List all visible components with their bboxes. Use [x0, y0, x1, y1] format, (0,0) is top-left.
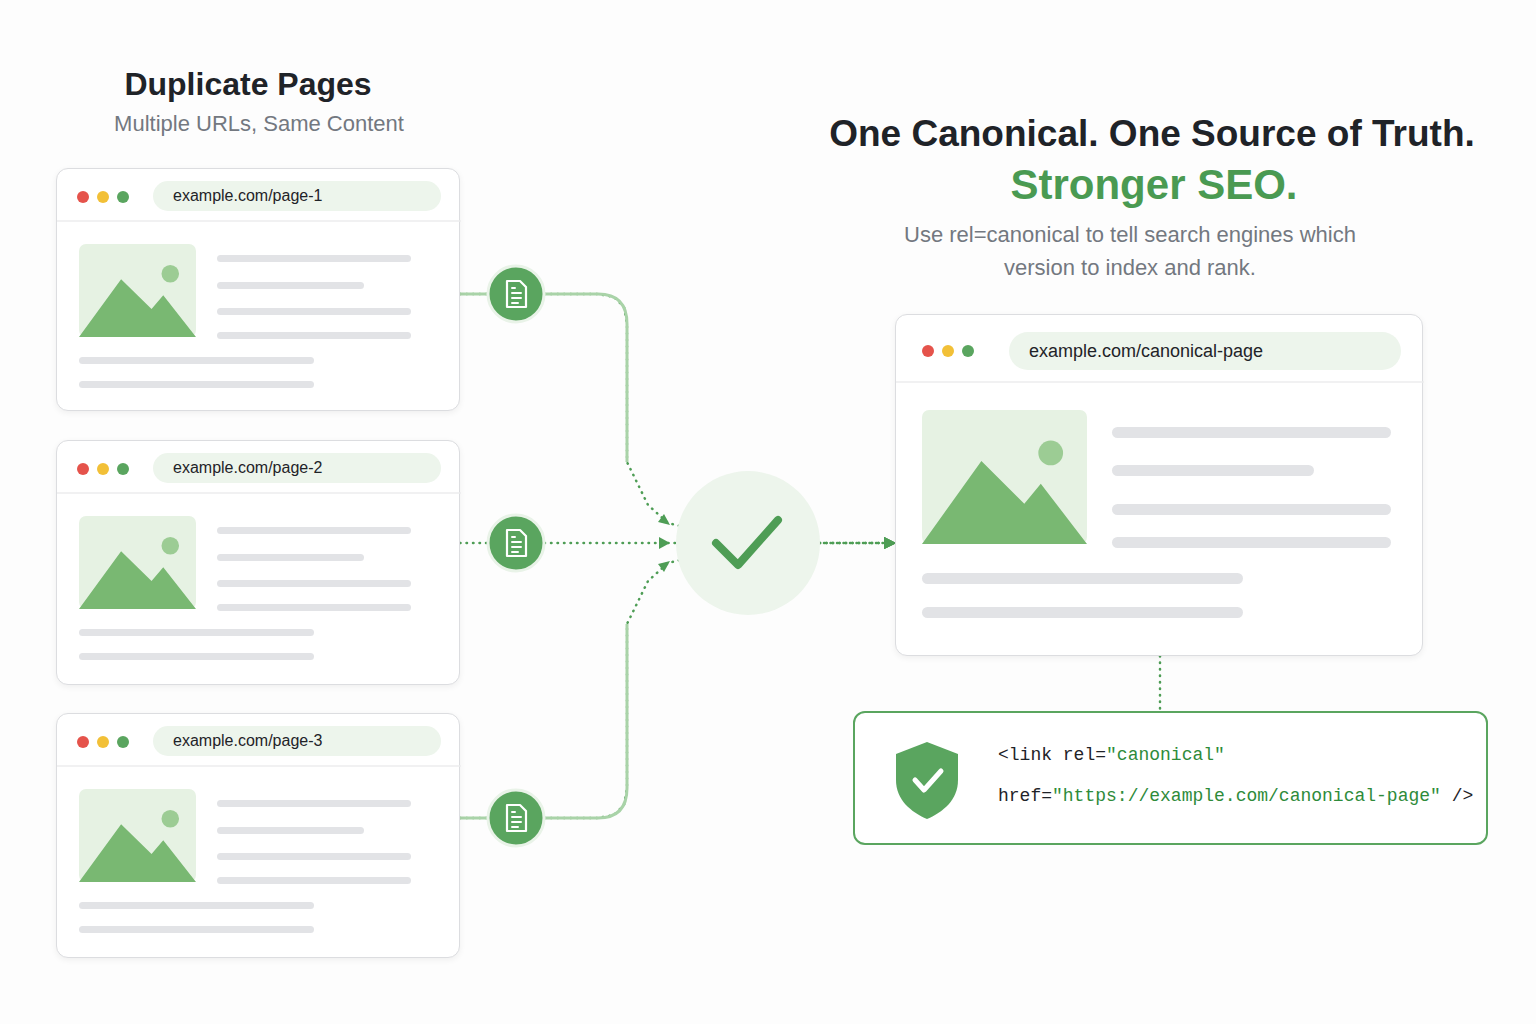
image-placeholder: [79, 516, 196, 609]
text-placeholder-bar: [217, 282, 364, 289]
window-dot: [117, 463, 129, 475]
dotted-connector: [460, 543, 895, 818]
tagline: Stronger SEO.: [804, 160, 1504, 210]
browser-illustration: [896, 315, 1424, 657]
window-dot: [97, 191, 109, 203]
toolbar-separator: [57, 765, 461, 767]
text-placeholder-bar: [217, 827, 364, 834]
window-dot: [77, 463, 89, 475]
check-mark: [716, 520, 778, 565]
main-title: One Canonical. One Source of Truth.: [752, 112, 1536, 156]
address-bar: [153, 453, 441, 483]
arrow-head: [658, 561, 670, 572]
browser-illustration: [57, 441, 461, 686]
text-placeholder-bar: [79, 926, 314, 933]
text-placeholder-bar: [922, 607, 1243, 618]
code-token: />: [1441, 786, 1473, 806]
window-dot: [77, 191, 89, 203]
window-dot: [77, 736, 89, 748]
url-text: example.com/canonical-page: [1009, 332, 1283, 370]
text-placeholder-bar: [79, 902, 314, 909]
text-placeholder-bar: [217, 853, 411, 860]
section-subheading: Multiple URLs, Same Content: [59, 110, 459, 138]
window-dot: [117, 191, 129, 203]
solid-connector-segment: [459, 294, 627, 462]
url-text: example.com/page-1: [153, 181, 342, 211]
toolbar-separator: [896, 381, 1424, 383]
url-text: example.com/page-3: [153, 726, 342, 756]
check-circle: [676, 471, 820, 615]
text-placeholder-bar: [217, 554, 364, 561]
window-dot: [117, 736, 129, 748]
code-token: "canonical": [1106, 745, 1225, 765]
image-placeholder: [922, 410, 1087, 544]
text-placeholder-bar: [1112, 465, 1314, 476]
code-token: "https://example.com/canonical-page": [1052, 786, 1441, 806]
text-placeholder-bar: [217, 308, 411, 315]
text-placeholder-bar: [79, 357, 314, 364]
window-dot: [942, 345, 954, 357]
code-box: <link rel="canonical" href="https://examp…: [853, 711, 1488, 845]
code-line: <link rel="canonical": [998, 743, 1225, 767]
text-placeholder-bar: [217, 255, 411, 262]
address-bar: [153, 181, 441, 211]
toolbar-separator: [57, 220, 461, 222]
document-icon: [488, 790, 544, 846]
text-placeholder-bar: [217, 580, 411, 587]
arrow-head: [658, 514, 670, 525]
browser-window: example.com/page-2: [56, 440, 460, 685]
dotted-connector: [1159, 656, 1162, 711]
arrow-head: [659, 537, 670, 549]
code-token: href=: [998, 786, 1052, 806]
browser-window: example.com/page-1: [56, 168, 460, 411]
dotted-connector: [460, 294, 895, 543]
code-token: <link rel=: [998, 745, 1106, 765]
image-placeholder: [79, 789, 196, 882]
text-placeholder-bar: [79, 381, 314, 388]
description: Use rel=canonical to tell search engines…: [895, 218, 1365, 284]
shield-icon: [855, 713, 1490, 847]
browser-window: example.com/page-3: [56, 713, 460, 958]
url-text: example.com/page-2: [153, 453, 342, 483]
browser-illustration: [57, 169, 461, 412]
text-placeholder-bar: [217, 800, 411, 807]
document-icon: [488, 266, 544, 322]
text-placeholder-bar: [79, 653, 314, 660]
text-placeholder-bar: [217, 332, 411, 339]
address-bar: [153, 726, 441, 756]
toolbar-separator: [57, 492, 461, 494]
text-placeholder-bar: [1112, 504, 1391, 515]
canonical-browser-window: example.com/canonical-page: [895, 314, 1423, 656]
text-placeholder-bar: [217, 527, 411, 534]
address-bar: [1009, 332, 1401, 370]
text-placeholder-bar: [217, 604, 411, 611]
window-dot: [97, 736, 109, 748]
browser-illustration: [57, 714, 461, 959]
text-placeholder-bar: [217, 877, 411, 884]
text-placeholder-bar: [922, 573, 1243, 584]
text-placeholder-bar: [79, 629, 314, 636]
text-placeholder-bar: [1112, 537, 1391, 548]
section-heading: Duplicate Pages: [48, 64, 448, 104]
window-dot: [922, 345, 934, 357]
code-line: href="https://example.com/canonical-page…: [998, 784, 1473, 808]
image-placeholder: [79, 244, 196, 337]
text-placeholder-bar: [1112, 427, 1391, 438]
document-icon: [488, 515, 544, 571]
window-dot: [97, 463, 109, 475]
window-dot: [962, 345, 974, 357]
solid-connector-segment: [459, 624, 627, 818]
